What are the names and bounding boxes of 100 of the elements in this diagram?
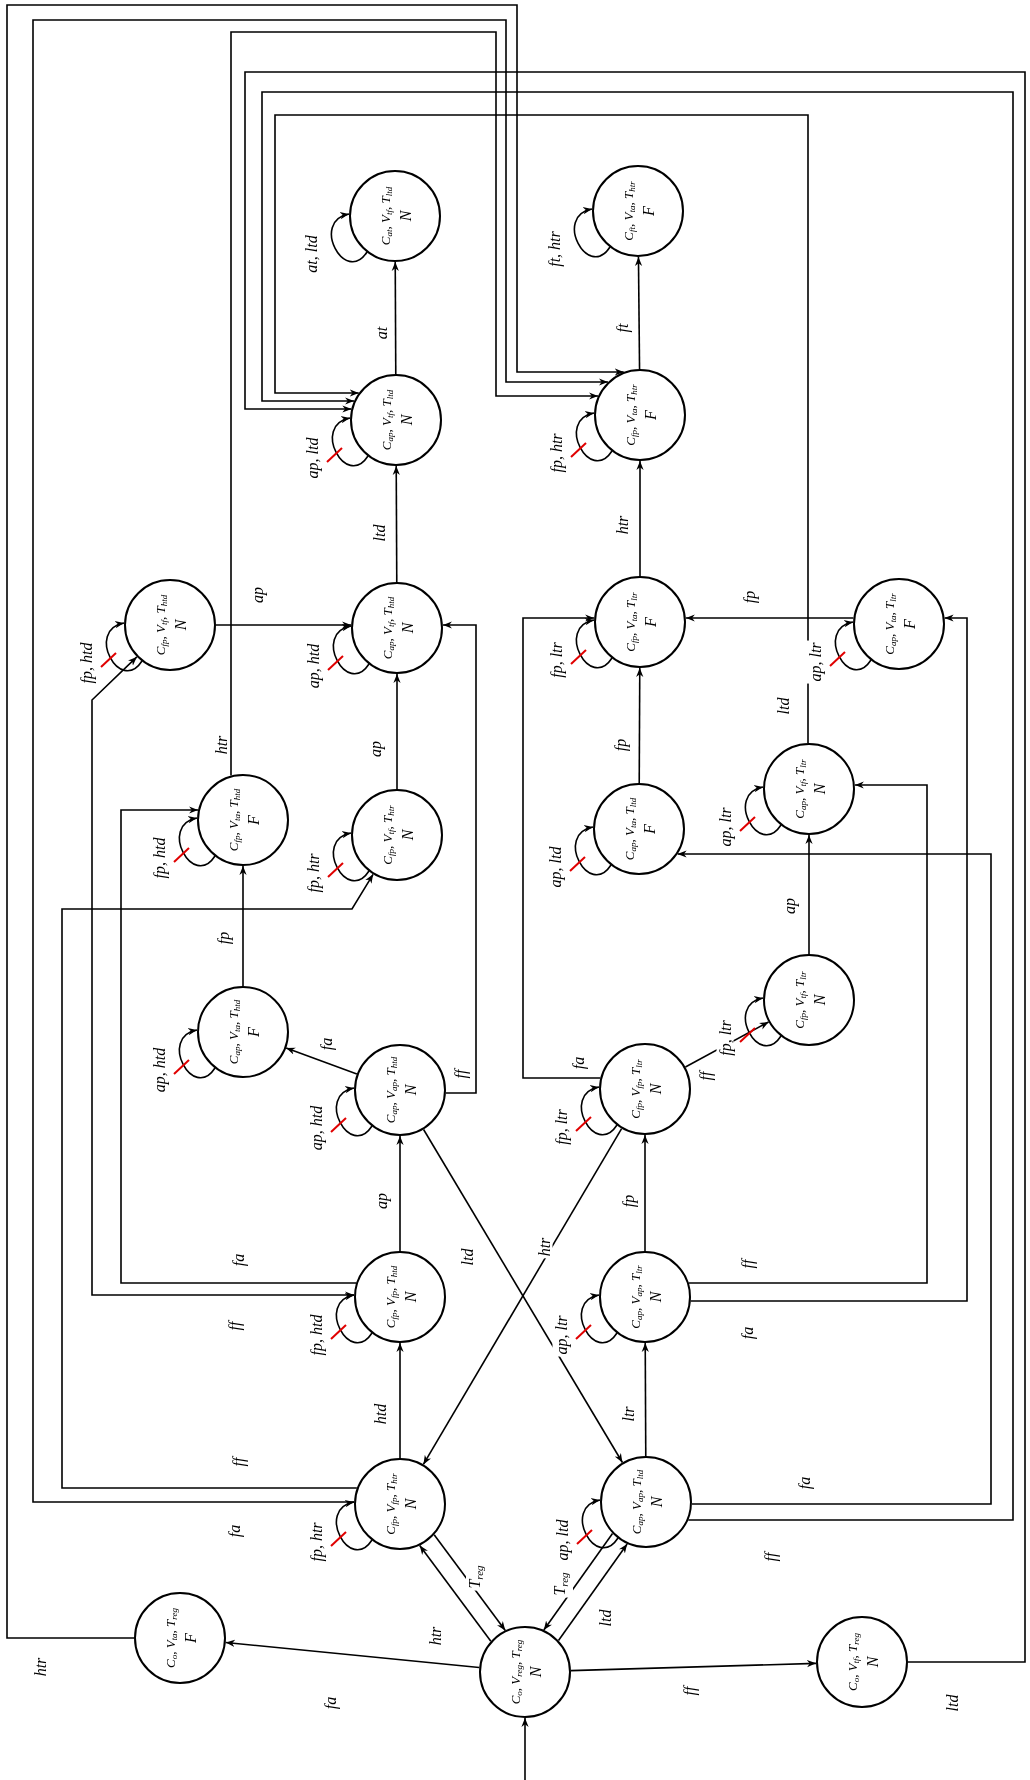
state-circle — [594, 369, 686, 461]
self-loop-arrow — [834, 621, 872, 671]
mode-letter: N — [647, 1290, 664, 1305]
mode-letter: F — [642, 409, 659, 422]
mode-letter: F — [245, 814, 262, 827]
transition-arrow — [396, 1135, 404, 1252]
edge-label: ltd — [458, 1246, 476, 1268]
edge-label: fp, ltr — [547, 640, 565, 680]
transition-arrow — [392, 465, 400, 583]
edge-label: fp — [214, 929, 232, 947]
transition-arrow — [230, 31, 599, 777]
edge-label: fp — [611, 736, 629, 754]
transition-arrow — [442, 621, 477, 1094]
edge-label: ap, ltd — [553, 1517, 571, 1563]
edge-label: fa — [229, 1251, 247, 1269]
edge-label: fp — [740, 588, 758, 606]
self-loop-arrow — [335, 1294, 373, 1344]
edge-label: fa — [321, 1694, 339, 1712]
edge-label: at, ltd — [302, 233, 320, 275]
edge-label: ap, ltr — [806, 640, 824, 684]
transition-arrow — [634, 256, 643, 370]
transition-arrow — [557, 1543, 628, 1642]
self-loop-arrow — [330, 213, 368, 263]
transition-arrow — [522, 614, 602, 1079]
transition-arrow — [391, 261, 399, 375]
edge-label: fa — [569, 1054, 587, 1072]
mode-letter: F — [182, 1632, 199, 1645]
transition-arrow — [641, 1342, 649, 1457]
edge-label: fa — [738, 1324, 756, 1342]
edge-label: ap, ltd — [303, 435, 321, 481]
edge-label: fa — [317, 1035, 335, 1053]
edge-label: fp — [619, 1192, 637, 1210]
transition-arrow — [433, 1534, 507, 1632]
edge-label: ltd — [943, 1692, 961, 1714]
mode-letter: F — [641, 823, 658, 836]
mode-letter: F — [640, 205, 657, 218]
self-loop-arrow — [331, 417, 369, 467]
self-loop-arrow — [178, 1029, 216, 1079]
edge-label: ap, htd — [307, 1103, 325, 1153]
self-loop-arrow — [178, 817, 216, 867]
mode-letter: N — [402, 1497, 419, 1512]
transition-arrow — [688, 781, 928, 1284]
edge-label: ap, ltr — [552, 1313, 570, 1357]
mode-letter: N — [397, 209, 414, 224]
transition-arrow — [215, 621, 352, 629]
self-loop-arrow — [575, 619, 613, 669]
self-loop-arrow — [332, 625, 370, 675]
transition-arrow — [685, 614, 855, 622]
self-loop-arrow — [744, 786, 782, 836]
transition-arrow — [690, 614, 968, 1302]
edge-label: ap, htd — [304, 641, 322, 691]
edge-label: fa — [795, 1474, 813, 1492]
mode-letter: N — [402, 1083, 419, 1098]
self-loop-arrow — [580, 1294, 618, 1344]
transition-arrow — [636, 667, 644, 784]
transition-arrow — [274, 114, 809, 744]
edge-label: fp, htr — [304, 851, 322, 895]
mode-letter: N — [399, 621, 416, 636]
transition-arrow — [32, 19, 609, 1503]
self-loop-arrow — [335, 1087, 373, 1137]
self-loop-arrow — [105, 622, 143, 672]
edge-label: ltd — [774, 695, 792, 717]
self-loop-arrow — [335, 1501, 373, 1551]
transition-arrow — [396, 1342, 404, 1459]
edge-label: fp, htd — [150, 835, 168, 881]
edge-label: ff — [225, 1319, 243, 1333]
self-loop-arrow — [580, 1086, 618, 1136]
transition-arrow — [91, 656, 355, 1299]
edge-label: ltd — [370, 522, 388, 544]
transition-arrow — [543, 1532, 614, 1631]
mode-letter: N — [172, 618, 189, 633]
edge-label: fp, htd — [307, 1312, 325, 1358]
self-loop-arrow — [581, 1499, 619, 1549]
edge-label: fp, htd — [77, 640, 95, 686]
edge-label: fa — [225, 1522, 243, 1540]
edge-label: htr — [212, 733, 230, 757]
edge-label: ltd — [596, 1607, 614, 1629]
edge-label: ap, htd — [150, 1045, 168, 1095]
edge-label: fp, ltr — [552, 1107, 570, 1147]
transition-arrow — [285, 1047, 358, 1075]
mode-letter: N — [402, 1290, 419, 1305]
transition-arrow — [636, 460, 644, 577]
transition-arrow — [676, 850, 992, 1505]
mode-letter: N — [811, 782, 828, 797]
edge-label: ap, ltd — [546, 844, 564, 890]
edge-label: ft, htr — [545, 229, 563, 269]
edge-label: ap, ltr — [716, 805, 734, 849]
edge-label: htr — [613, 513, 631, 537]
mode-letter: N — [647, 1082, 664, 1097]
mode-letter: F — [642, 616, 659, 629]
edge-label: ff — [451, 1067, 469, 1081]
edge-label: ltr — [619, 1404, 637, 1424]
transition-arrow — [805, 834, 813, 955]
mode-letter: N — [811, 993, 828, 1008]
mode-letter: F — [245, 1026, 262, 1039]
transition-arrow — [225, 1639, 481, 1669]
mode-letter: N — [398, 413, 415, 428]
self-loop-arrow — [573, 208, 611, 258]
mode-letter: F — [901, 618, 918, 631]
transition-arrow — [6, 4, 625, 1639]
